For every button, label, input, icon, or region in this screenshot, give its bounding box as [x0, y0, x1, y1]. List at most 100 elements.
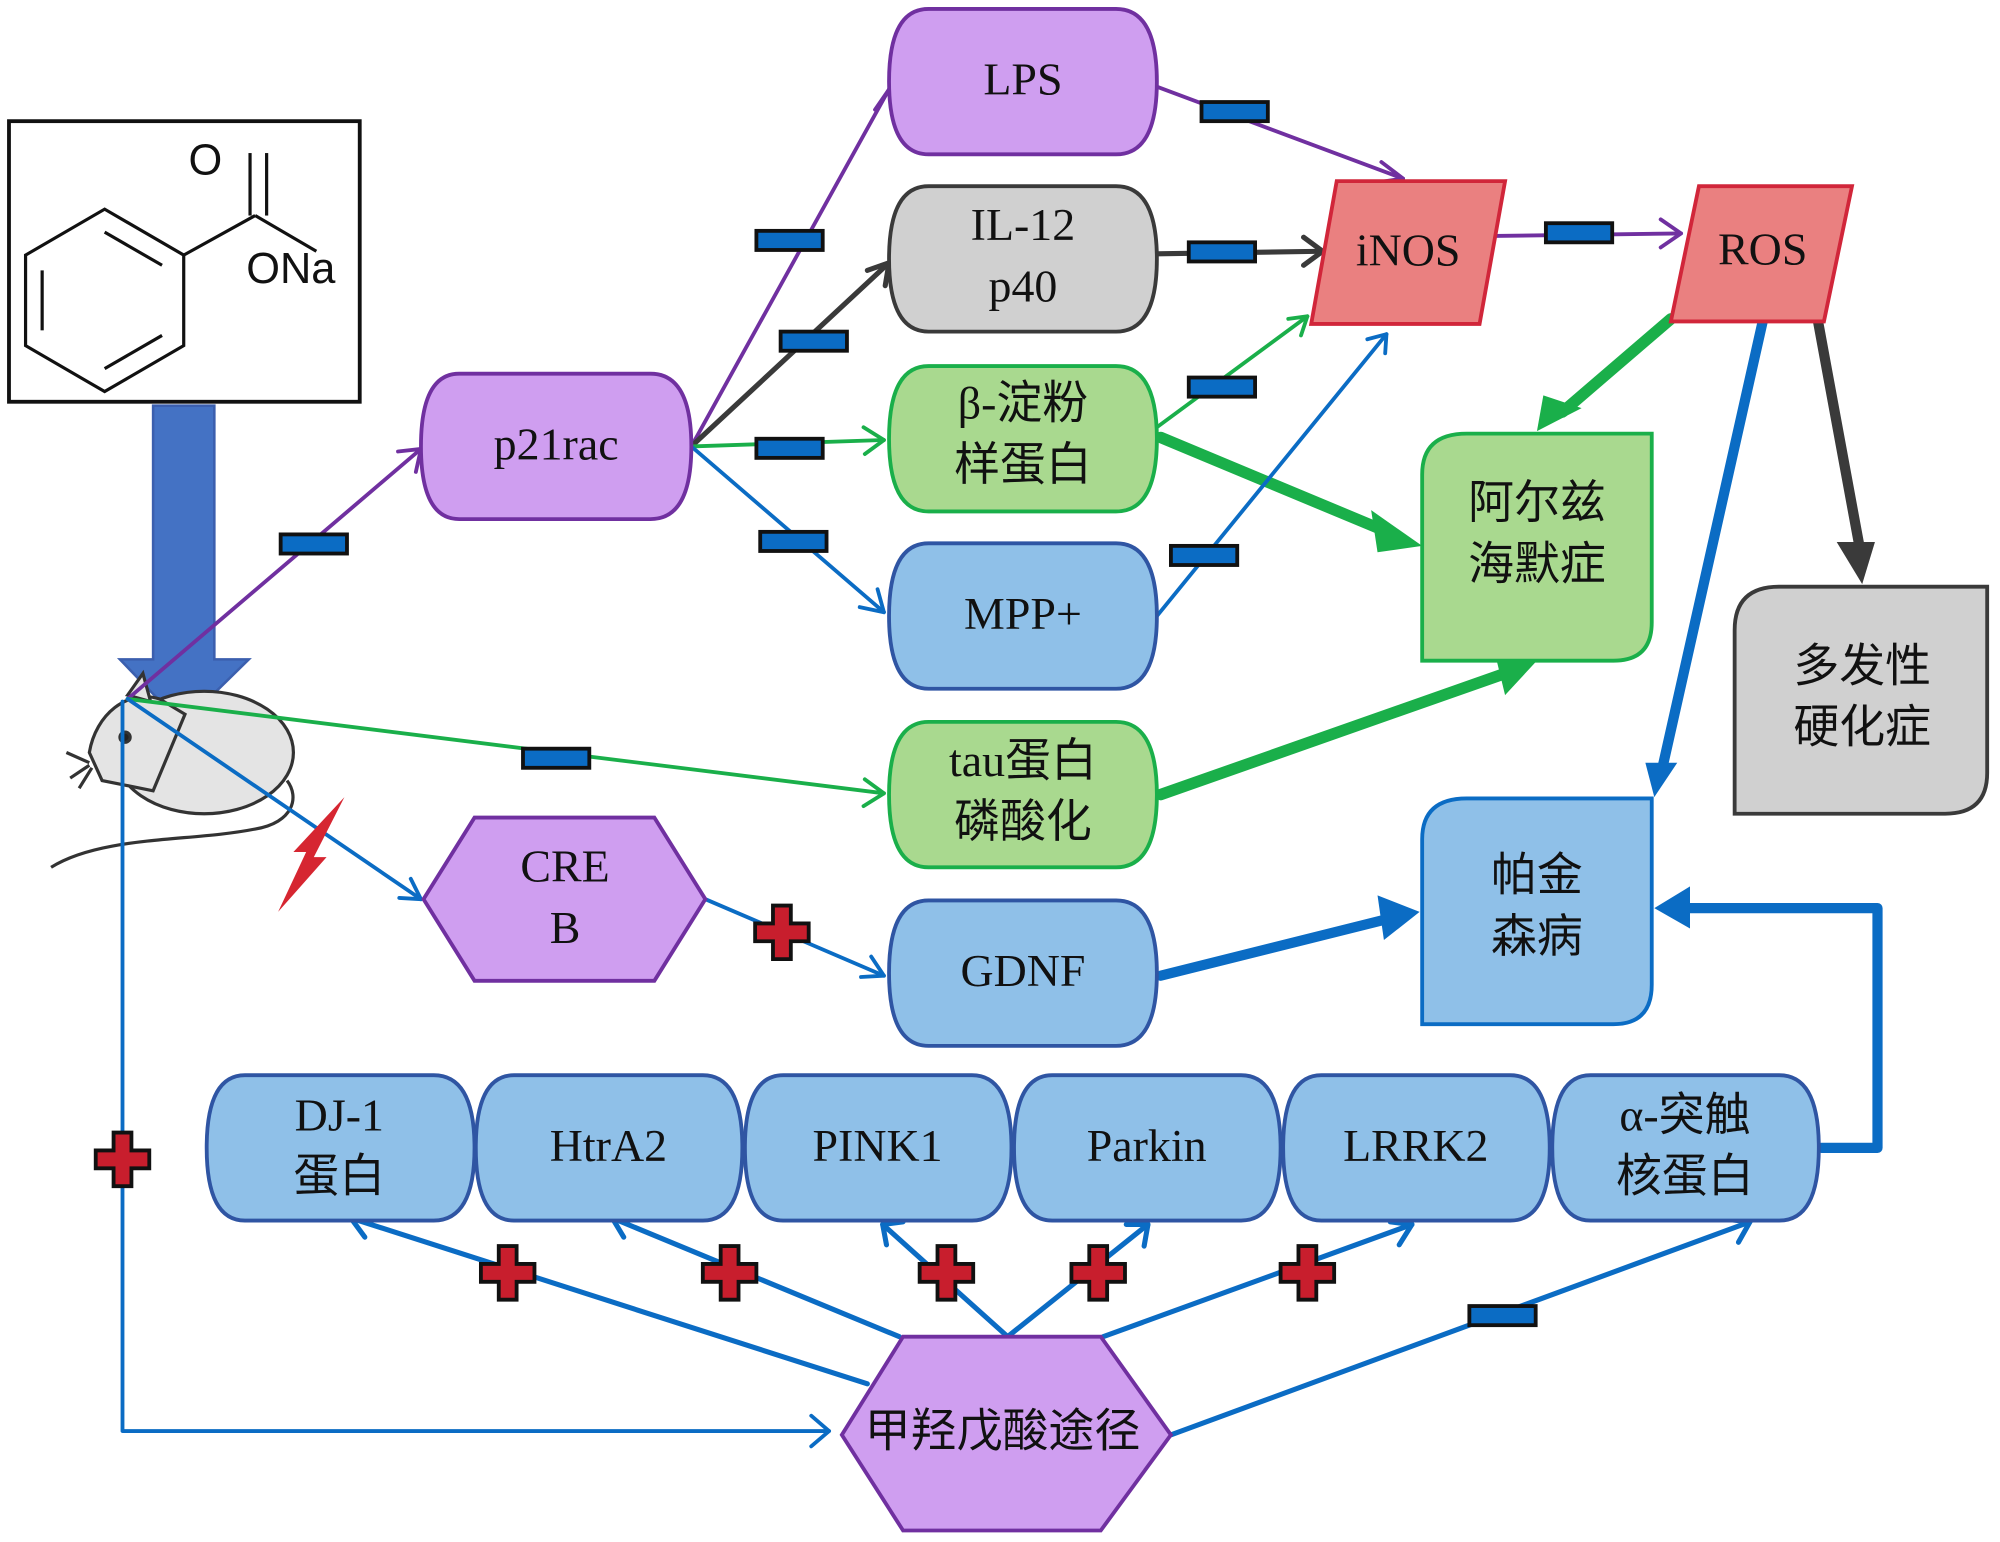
edge-p21rac-lps: [689, 87, 891, 449]
node-label: tau蛋白: [949, 735, 1097, 786]
compound-structure: O ONa: [7, 119, 362, 404]
node-creb[interactable]: CRE B: [421, 815, 708, 983]
node-parkinson[interactable]: 帕金 森病: [1420, 796, 1654, 1027]
edge-mouse-p21rac: [125, 447, 423, 701]
lightning-icon: [278, 797, 345, 912]
node-label: LRRK2: [1343, 1120, 1488, 1171]
node-beta-amyloid[interactable]: β-淀粉 样蛋白: [887, 364, 1159, 514]
plus-icon: [93, 1130, 152, 1189]
node-tau[interactable]: tau蛋白 磷酸化: [887, 719, 1159, 870]
plus-icon: [1278, 1244, 1337, 1302]
node-label: IL-12: [971, 199, 1076, 250]
node-alpha-synuclein[interactable]: α-突触 核蛋白: [1550, 1073, 1821, 1223]
node-label: β-淀粉: [958, 378, 1088, 429]
minus-icon: [754, 436, 825, 460]
minus-icon: [278, 532, 349, 556]
edge-mev-synuclein: [1168, 1219, 1753, 1438]
plus-icon: [700, 1244, 759, 1302]
plus-icon: [753, 903, 811, 962]
minus-icon: [758, 529, 829, 553]
edge-tau-alzheimer: [1154, 667, 1511, 801]
node-parkin[interactable]: Parkin: [1012, 1073, 1283, 1223]
node-alzheimer[interactable]: 阿尔兹 海默症: [1420, 431, 1654, 663]
substituent-label: ONa: [246, 245, 336, 293]
node-htra2[interactable]: HtrA2: [473, 1073, 745, 1223]
node-multiple-sclerosis[interactable]: 多发性 硬化症: [1732, 584, 1990, 816]
node-label: 帕金: [1491, 850, 1583, 901]
node-dj1[interactable]: DJ-1 蛋白: [204, 1073, 477, 1223]
edge-ros-ms: [1812, 313, 1868, 567]
edge-ros-parkinson: [1655, 316, 1768, 781]
edge-lps-inos: [1154, 84, 1405, 181]
node-label: 磷酸化: [954, 796, 1092, 847]
benzene-ring-icon: [23, 153, 318, 394]
minus-icon: [1199, 100, 1270, 124]
carbonyl-oxygen-label: O: [189, 137, 223, 185]
arrowhead-pd-1: [1645, 762, 1678, 798]
node-label: MPP+: [964, 588, 1082, 639]
node-label: 甲羟戊酸途径: [865, 1406, 1140, 1457]
arrowhead-alz-1: [1371, 510, 1423, 553]
arrowhead-alz-2: [1494, 653, 1537, 696]
edge-p21rac-il12: [688, 260, 892, 449]
node-p21rac[interactable]: p21rac: [419, 371, 694, 522]
node-mevalonate-pathway[interactable]: 甲羟戊酸途径: [839, 1334, 1174, 1533]
plus-icon: [478, 1244, 537, 1302]
node-lrrk2[interactable]: LRRK2: [1281, 1073, 1552, 1223]
node-pink1[interactable]: PINK1: [742, 1073, 1014, 1223]
minus-icon: [521, 746, 592, 770]
node-label: 阿尔兹: [1468, 477, 1606, 528]
minus-icon: [754, 228, 825, 252]
node-label: 森病: [1491, 911, 1583, 962]
node-label: 核蛋白: [1616, 1151, 1754, 1202]
node-label: 海默症: [1468, 538, 1606, 589]
node-mpp[interactable]: MPP+: [887, 541, 1159, 691]
arrowhead-pd-2: [1377, 895, 1420, 940]
plus-icon: [1069, 1244, 1127, 1302]
arrowhead-alz-3: [1536, 395, 1582, 432]
node-label: CRE: [520, 841, 609, 892]
edge-mev-dj1: [348, 1215, 870, 1387]
edge-mev-lrrk2: [1100, 1221, 1415, 1340]
node-label: 多发性: [1793, 640, 1931, 691]
node-label: GDNF: [960, 945, 1085, 996]
edge-gdnf-parkinson: [1155, 913, 1396, 981]
minus-icon: [1543, 221, 1615, 245]
node-label: p40: [989, 260, 1058, 311]
node-label: DJ-1: [295, 1089, 384, 1140]
edge-mpp-inos: [1154, 332, 1389, 618]
edge-mouse-mevalonate: [120, 699, 832, 1433]
node-label: PINK1: [813, 1120, 943, 1171]
plus-icon: [917, 1244, 976, 1302]
edge-ros-alzheimer: [1556, 313, 1677, 418]
edge-synuclein-parkinson: [1675, 903, 1883, 1153]
minus-icon: [1186, 375, 1258, 399]
minus-icon: [1186, 240, 1258, 264]
edge-amyloid-inos: [1154, 314, 1310, 430]
minus-icon: [1168, 543, 1240, 567]
arrowhead-pd-3: [1654, 886, 1691, 929]
mouse-icon: [50, 669, 296, 869]
node-ros[interactable]: ROS: [1668, 184, 1855, 324]
arrowhead-ms: [1836, 542, 1875, 585]
node-lps[interactable]: LPS: [887, 7, 1159, 157]
inhibit-markers: [278, 100, 1615, 1328]
node-label: 样蛋白: [954, 439, 1092, 490]
node-label: B: [550, 902, 581, 953]
node-label: 硬化症: [1793, 702, 1931, 753]
minus-icon: [1467, 1304, 1538, 1328]
node-label: ROS: [1718, 223, 1807, 274]
node-label: Parkin: [1087, 1120, 1207, 1171]
node-inos[interactable]: iNOS: [1308, 179, 1508, 326]
edge-mouse-tau: [125, 697, 886, 796]
node-label: iNOS: [1356, 225, 1461, 276]
minus-icon: [778, 329, 849, 353]
node-label: HtrA2: [550, 1120, 667, 1171]
edge-p21rac-mpp: [689, 444, 886, 615]
node-il12-p40[interactable]: IL-12 p40: [887, 184, 1159, 334]
node-label: 蛋白: [293, 1151, 385, 1202]
node-gdnf[interactable]: GDNF: [887, 898, 1159, 1048]
activate-markers: [93, 903, 1337, 1302]
